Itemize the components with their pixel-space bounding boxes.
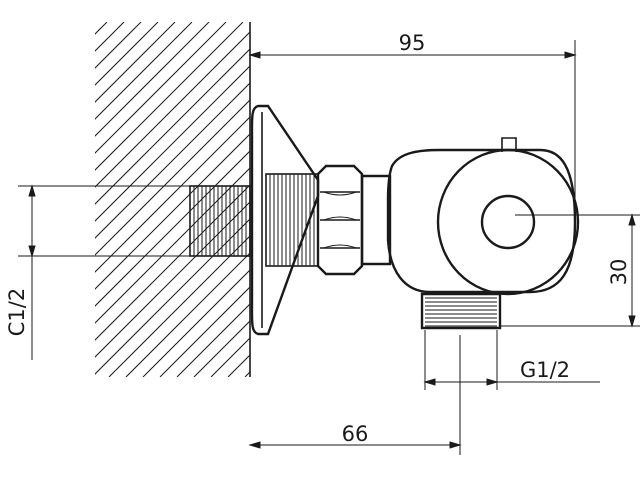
- inlet-nipple: [189, 185, 251, 257]
- outlet-fitting: [420, 292, 502, 330]
- spindle-knob: [480, 194, 536, 250]
- connector-sleeve: [360, 174, 392, 266]
- middle-thread: [265, 173, 319, 267]
- hex-nut: [316, 164, 364, 276]
- dim-overall-length: 95: [399, 31, 426, 55]
- cover-rosette: [250, 104, 320, 336]
- dim-outlet-offset: 30: [607, 259, 631, 286]
- valve-body: [386, 148, 577, 294]
- dimension-lines: [18, 40, 640, 455]
- dim-outlet-thread: G1/2: [520, 358, 570, 382]
- dim-wall-to-outlet: 66: [342, 422, 369, 446]
- dim-inlet-thread: C1/2: [5, 288, 29, 336]
- top-pin: [501, 137, 517, 152]
- handle-cap: [436, 148, 580, 296]
